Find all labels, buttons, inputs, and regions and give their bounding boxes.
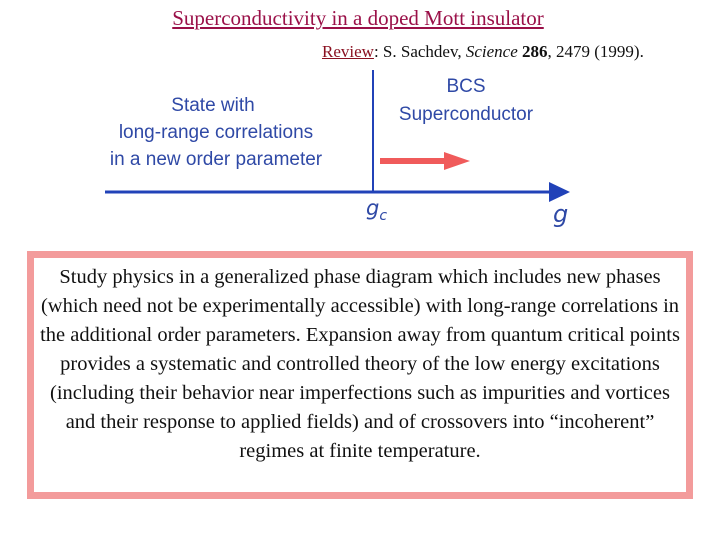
review-pages-year: , 2479 (1999). (547, 42, 644, 61)
red-arrow-head (444, 152, 470, 170)
g-axis-label: g (553, 200, 568, 228)
phase-diagram: State with long-range correlations in a … (105, 70, 570, 228)
right-phase-line-1: BCS (446, 76, 485, 97)
review-authors: : S. Sachdev, (373, 42, 466, 61)
review-journal: Science (465, 42, 518, 61)
critical-point-label: gc (366, 196, 387, 224)
left-phase-line-1: State with (171, 95, 254, 116)
right-phase-line-2: Superconductor (399, 104, 534, 125)
description-box: Study physics in a generalized phase dia… (27, 251, 693, 499)
slide-title: Superconductivity in a doped Mott insula… (172, 6, 544, 30)
g-axis-arrowhead (549, 182, 570, 202)
gc-subscript: c (379, 208, 387, 224)
gc-g: g (366, 196, 379, 220)
review-label: Review (322, 42, 374, 61)
left-phase-line-3: in a new order parameter (110, 149, 323, 170)
review-volume: 286 (522, 42, 548, 61)
review-citation: Review: S. Sachdev, Science 286, 2479 (1… (322, 42, 644, 62)
description-text: Study physics in a generalized phase dia… (40, 266, 680, 462)
left-phase-line-2: long-range correlations (119, 122, 313, 143)
